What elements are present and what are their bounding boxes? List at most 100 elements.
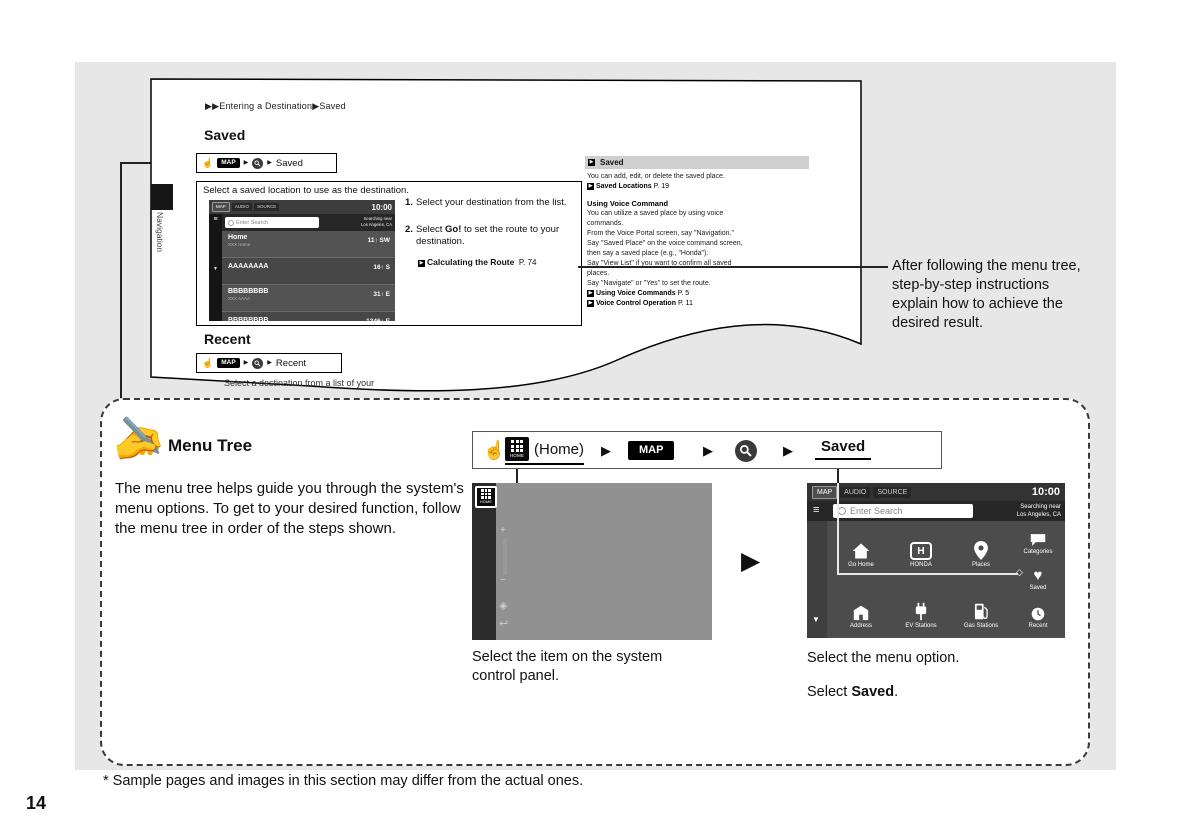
breadcrumb: ▶▶Entering a Destination▶Saved <box>205 101 346 111</box>
searching-near-line2: Los Angeles, CA <box>1016 511 1061 518</box>
clock: 10:00 <box>371 202 392 212</box>
reference-icon: ▶ <box>587 290 594 297</box>
saved-callout-diamond: ◇ <box>1016 567 1023 577</box>
home-step: HOME (Home) <box>505 437 585 465</box>
address-house-icon <box>853 605 869 621</box>
list-item: BBBBBBBB <box>228 288 269 295</box>
list-item: BBBBBBBB <box>228 317 269 321</box>
menu-item-address: Address <box>832 585 890 630</box>
saved-path-label: Saved <box>275 157 303 169</box>
home-key-highlight: HOME <box>475 486 497 508</box>
menu-item-honda: H HONDA <box>892 527 950 569</box>
back-arrow-icon: ↩ <box>499 618 509 630</box>
home-grid-icon: HOME <box>505 437 529 461</box>
honda-logo-icon: H <box>910 542 932 560</box>
page-number: 14 <box>26 793 47 813</box>
saved-menu-path-bar: ☝ MAP ▶ ▶ Saved <box>196 153 337 173</box>
saved-step-label: Saved <box>815 438 872 460</box>
select-saved-caption: Select Saved. <box>807 684 899 700</box>
heart-icon: ♥ <box>1033 567 1043 584</box>
step-2: 2. Select Go! to set the route to your d… <box>405 224 560 247</box>
search-placeholder: Enter Search <box>236 219 269 226</box>
search-field: Enter Search <box>833 504 973 518</box>
annotation-text: After following the menu tree, step-by-s… <box>892 258 1081 331</box>
magnifier-icon <box>228 219 234 226</box>
recent-section-title: Recent <box>204 331 251 347</box>
home-step-label: (Home) <box>534 440 585 458</box>
search-placeholder: Enter Search <box>850 506 903 516</box>
source-tab: SOURCE <box>254 203 280 211</box>
searching-near-line1: Searching near <box>363 216 392 221</box>
menu-item-ev-stations: EV Stations <box>892 585 950 630</box>
menu-item-go-home: Go Home <box>832 527 890 569</box>
scroll-down-icon: ▼ <box>213 266 218 272</box>
hamburger-icon: ≡ <box>813 504 820 516</box>
sidebar-note-column: ▶ Saved You can add, edit, or delete the… <box>585 156 809 309</box>
reference-icon: ▶ <box>418 260 425 267</box>
step-1: 1. Select your destination from the list… <box>405 197 567 208</box>
list-item: Home <box>228 234 248 241</box>
map-tab: MAP <box>812 485 838 499</box>
arrow-icon: ▶ <box>783 443 793 458</box>
right-screen-caption: Select the menu option. <box>807 650 960 666</box>
recent-menu-path-bar: ☝ MAP ▶ ▶ Recent <box>196 353 342 373</box>
list-item: AAAAAAAA <box>228 263 269 270</box>
menu-tree-path-bar: ☝ HOME (Home) ▶ MAP ▶ ▶ Saved <box>472 431 942 469</box>
menu-item-places: Places <box>952 527 1010 569</box>
arrow-icon: ▶ <box>601 443 611 458</box>
audio-tab: AUDIO <box>231 203 253 211</box>
finger-icon: ☝ <box>202 357 214 368</box>
chapter-tab-label: Navigation <box>155 212 165 253</box>
finger-icon: ☝ <box>202 157 214 168</box>
map-badge: MAP <box>217 357 240 369</box>
home-house-icon <box>852 543 870 559</box>
search-icon <box>252 157 264 169</box>
search-field: Enter Search <box>225 217 319 228</box>
recent-partial-text: Select a destination from a list of your <box>224 378 375 388</box>
speech-bubble-icon <box>1030 534 1046 546</box>
saved-callout-line-inner-h <box>837 573 1018 575</box>
menu-item-recent: Recent <box>1012 597 1064 630</box>
menu-screenshot: MAP AUDIO SOURCE 10:00 ≡ Enter Search Se… <box>807 483 1065 638</box>
map-badge: MAP <box>628 441 675 460</box>
recent-path-label: Recent <box>275 357 307 369</box>
arrow-icon: ▶ <box>243 160 249 166</box>
menu-item-saved: ♥ Saved <box>1029 567 1047 591</box>
menu-tree-description: The menu tree helps guide you through th… <box>115 480 464 537</box>
audio-tab: AUDIO <box>840 486 871 498</box>
menu-tree-title: Menu Tree <box>168 436 253 455</box>
map-layers-icon: ◈ <box>499 600 508 612</box>
clock: 10:00 <box>1031 486 1060 498</box>
map-badge: MAP <box>217 157 240 169</box>
instruction-intro: Select a saved location to use as the de… <box>203 185 409 196</box>
nav-list-screenshot: MAP AUDIO SOURCE 10:00 Enter Search Sear… <box>209 200 395 321</box>
zoom-in-icon: + <box>500 525 506 536</box>
searching-near-line1: Searching near <box>1020 504 1061 510</box>
zoom-slider <box>503 539 507 575</box>
reference-icon: ▶ <box>587 300 594 307</box>
gas-pump-icon <box>974 603 988 620</box>
hand-check-icon: ✍ <box>108 410 168 465</box>
search-icon <box>252 357 264 369</box>
arrow-icon: ▶ <box>267 360 272 366</box>
saved-section-title: Saved <box>204 127 246 143</box>
footnote: * Sample pages and images in this sectio… <box>103 773 584 789</box>
control-panel-screenshot: + − ◈ ↩ <box>472 483 712 640</box>
scroll-down-icon: ▼ <box>812 615 820 624</box>
note-header: Saved <box>600 158 624 167</box>
reference-icon: ▶ <box>587 183 594 190</box>
menu-item-categories: Categories <box>1012 524 1064 556</box>
ev-plug-icon <box>915 602 927 621</box>
hamburger-icon: ≡ <box>213 216 218 223</box>
zoom-out-icon: − <box>500 575 506 586</box>
note-icon: ▶ <box>588 159 595 166</box>
arrow-icon: ▶ <box>267 160 272 166</box>
map-pin-icon <box>974 541 988 560</box>
left-screen-caption: Select the item on the system control pa… <box>472 649 663 684</box>
menu-item-gas-stations: Gas Stations <box>952 585 1010 630</box>
finger-icon: ☝ <box>483 440 506 460</box>
source-tab: SOURCE <box>873 486 912 498</box>
annotation-callout-line <box>578 266 888 268</box>
callout-line-vertical <box>120 162 122 399</box>
